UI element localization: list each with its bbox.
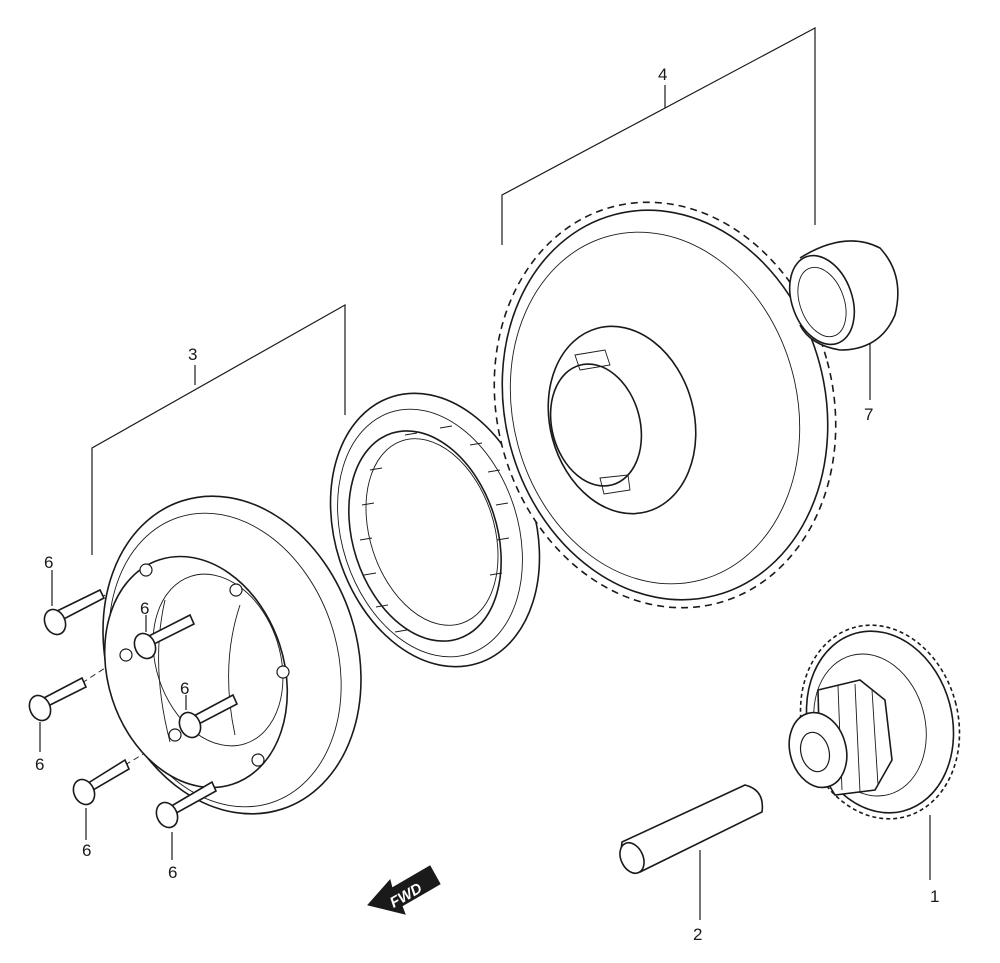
one-way-clutch-ring <box>329 392 541 668</box>
bolt-leaders <box>39 570 187 860</box>
clutch-housing <box>102 495 362 815</box>
callout-6-f: 6 <box>168 863 177 882</box>
callout-6-b: 6 <box>140 599 149 618</box>
bolt-hole <box>276 665 290 679</box>
bolts <box>28 588 239 829</box>
callout-2: 2 <box>693 925 702 944</box>
large-starter-gear <box>493 201 837 609</box>
bolt <box>155 780 218 829</box>
bolt-hole <box>139 563 153 577</box>
bracket-part-3 <box>91 303 346 555</box>
callout-labels: 1 2 3 4 6 6 6 6 6 6 7 <box>35 65 939 944</box>
forward-direction-arrow: FWD <box>367 865 441 915</box>
bolt <box>72 758 131 806</box>
bolt <box>133 613 196 660</box>
bolt-hole <box>229 583 243 597</box>
bracket-lines <box>91 26 931 920</box>
bolt-hole <box>251 753 265 767</box>
callout-6-a: 6 <box>44 553 53 572</box>
arrow-icon <box>367 865 441 915</box>
bolt-hole <box>168 728 182 742</box>
bushing <box>788 240 899 351</box>
callout-6-e: 6 <box>82 841 91 860</box>
bolt-hole <box>119 648 133 662</box>
bolt <box>43 588 106 636</box>
pin-shaft <box>619 784 764 875</box>
callout-3: 3 <box>188 345 197 364</box>
bolt <box>28 676 88 722</box>
callout-1: 1 <box>930 887 939 906</box>
bolt <box>178 693 239 739</box>
callout-4: 4 <box>658 65 667 84</box>
callout-6-c: 6 <box>35 755 44 774</box>
callout-6-d: 6 <box>180 679 189 698</box>
bracket-part-4 <box>501 26 816 245</box>
callout-7: 7 <box>864 405 873 424</box>
idler-gear <box>788 624 961 820</box>
